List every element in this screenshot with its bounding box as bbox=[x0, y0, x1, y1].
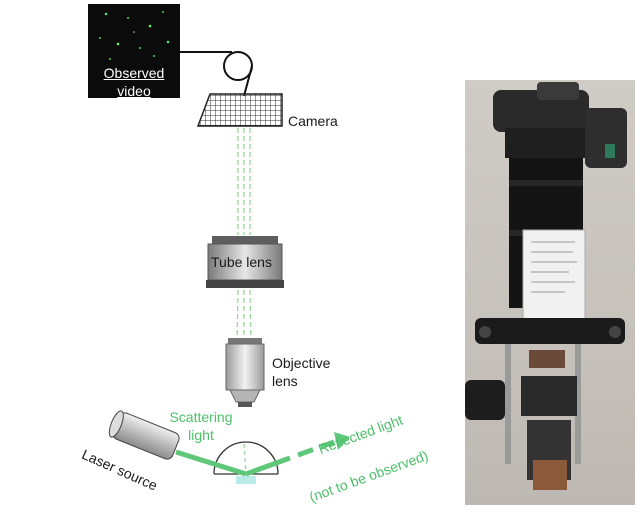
optical-diagram bbox=[108, 51, 350, 484]
laser-source bbox=[108, 410, 180, 460]
camera-sensor bbox=[196, 93, 283, 127]
observed-video-screen bbox=[88, 4, 180, 98]
scattering-light-label: Scattering light bbox=[169, 409, 233, 443]
objective-lens-label: Objective lens bbox=[272, 355, 331, 389]
camera-label: Camera bbox=[288, 113, 338, 129]
scattering-dashes bbox=[243, 443, 247, 473]
observed-video-label: Observed video bbox=[103, 65, 165, 99]
tube-lens bbox=[206, 236, 284, 288]
tube-lens-label: Tube lens bbox=[211, 254, 272, 270]
apparatus-photo bbox=[465, 80, 635, 505]
light-path-dashes bbox=[236, 128, 252, 346]
reflected-beam bbox=[245, 432, 350, 477]
laser-beam bbox=[175, 449, 247, 477]
camera-cable bbox=[180, 51, 253, 97]
video-particles bbox=[99, 11, 170, 60]
apparatus-illustration bbox=[465, 82, 627, 490]
objective-lens bbox=[225, 338, 265, 407]
sample-dome bbox=[213, 441, 279, 484]
